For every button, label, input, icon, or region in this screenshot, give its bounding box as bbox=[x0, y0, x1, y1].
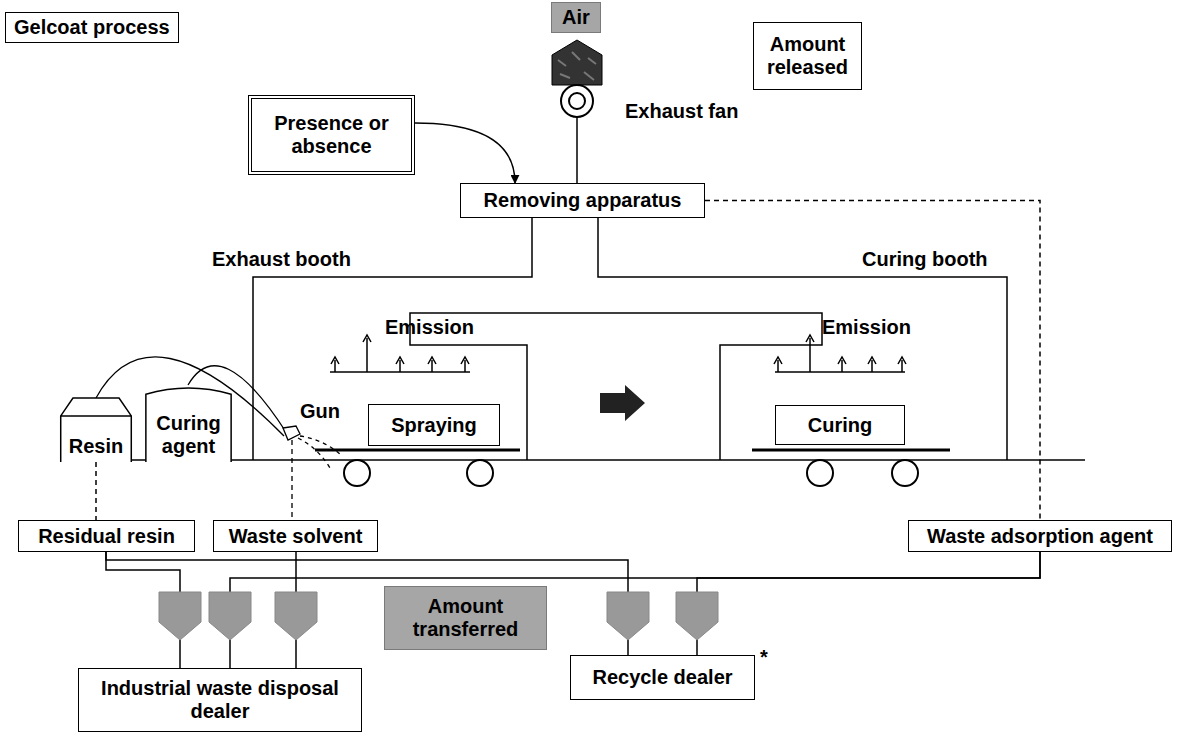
hoses-and-gun bbox=[96, 357, 342, 520]
booth-walls bbox=[253, 218, 1007, 460]
footnote-mark: * bbox=[760, 646, 768, 669]
node-label: Waste adsorption agent bbox=[927, 525, 1153, 548]
part-name: Exhaust fan bbox=[625, 100, 738, 123]
node-label: Presence or absence bbox=[257, 112, 406, 158]
part-name: Exhaust booth bbox=[212, 248, 351, 271]
part-name: Curing booth bbox=[862, 248, 988, 271]
node-label: Waste solvent bbox=[229, 525, 363, 548]
exhaust-fan bbox=[552, 40, 602, 183]
carts bbox=[315, 450, 950, 486]
node-label: Curing bbox=[808, 414, 872, 437]
dealer-box: Recycle dealer bbox=[570, 655, 755, 700]
node-label: Removing apparatus bbox=[484, 189, 682, 212]
note-box: Amount released bbox=[753, 22, 862, 90]
part-name: Gun bbox=[300, 400, 340, 423]
process-box: Curing bbox=[775, 405, 905, 445]
diagram-title: Gelcoat process bbox=[5, 12, 179, 43]
note-box: Amount transferred bbox=[384, 586, 547, 650]
apparatus-box: Removing apparatus bbox=[460, 183, 705, 218]
node-label: Curing agent bbox=[145, 412, 232, 458]
node-label: Air bbox=[562, 6, 590, 29]
connector bbox=[230, 552, 1040, 668]
node-label: Residual resin bbox=[38, 525, 175, 548]
agent-tank: Curing agent bbox=[145, 385, 232, 462]
connector bbox=[705, 201, 1040, 521]
connector bbox=[95, 462, 97, 520]
condition-box: Presence or absence bbox=[248, 95, 415, 175]
resin-tank: Resin bbox=[60, 398, 132, 462]
transfer-markers bbox=[159, 592, 718, 640]
node-label: Recycle dealer bbox=[592, 666, 732, 689]
node-label: Resin bbox=[69, 435, 123, 458]
node-label: Industrial waste disposal dealer bbox=[84, 677, 356, 723]
waste-box: Residual resin bbox=[18, 520, 195, 552]
node-label: Spraying bbox=[391, 414, 477, 437]
process-box: Spraying bbox=[368, 404, 500, 446]
flow-note: Emission bbox=[385, 316, 474, 339]
source-box: Air bbox=[551, 2, 601, 33]
waste-box: Waste solvent bbox=[213, 520, 378, 552]
emission-arrows bbox=[330, 335, 906, 372]
dealer-box: Industrial waste disposal dealer bbox=[78, 668, 362, 732]
connector bbox=[697, 552, 1040, 655]
node-label: Amount transferred bbox=[390, 595, 541, 641]
flow-note: Emission bbox=[822, 316, 911, 339]
node-label: Amount released bbox=[759, 33, 856, 79]
waste-box: Waste adsorption agent bbox=[908, 520, 1172, 552]
connector bbox=[106, 552, 628, 655]
move-arrow bbox=[600, 385, 645, 421]
connector bbox=[415, 123, 515, 183]
